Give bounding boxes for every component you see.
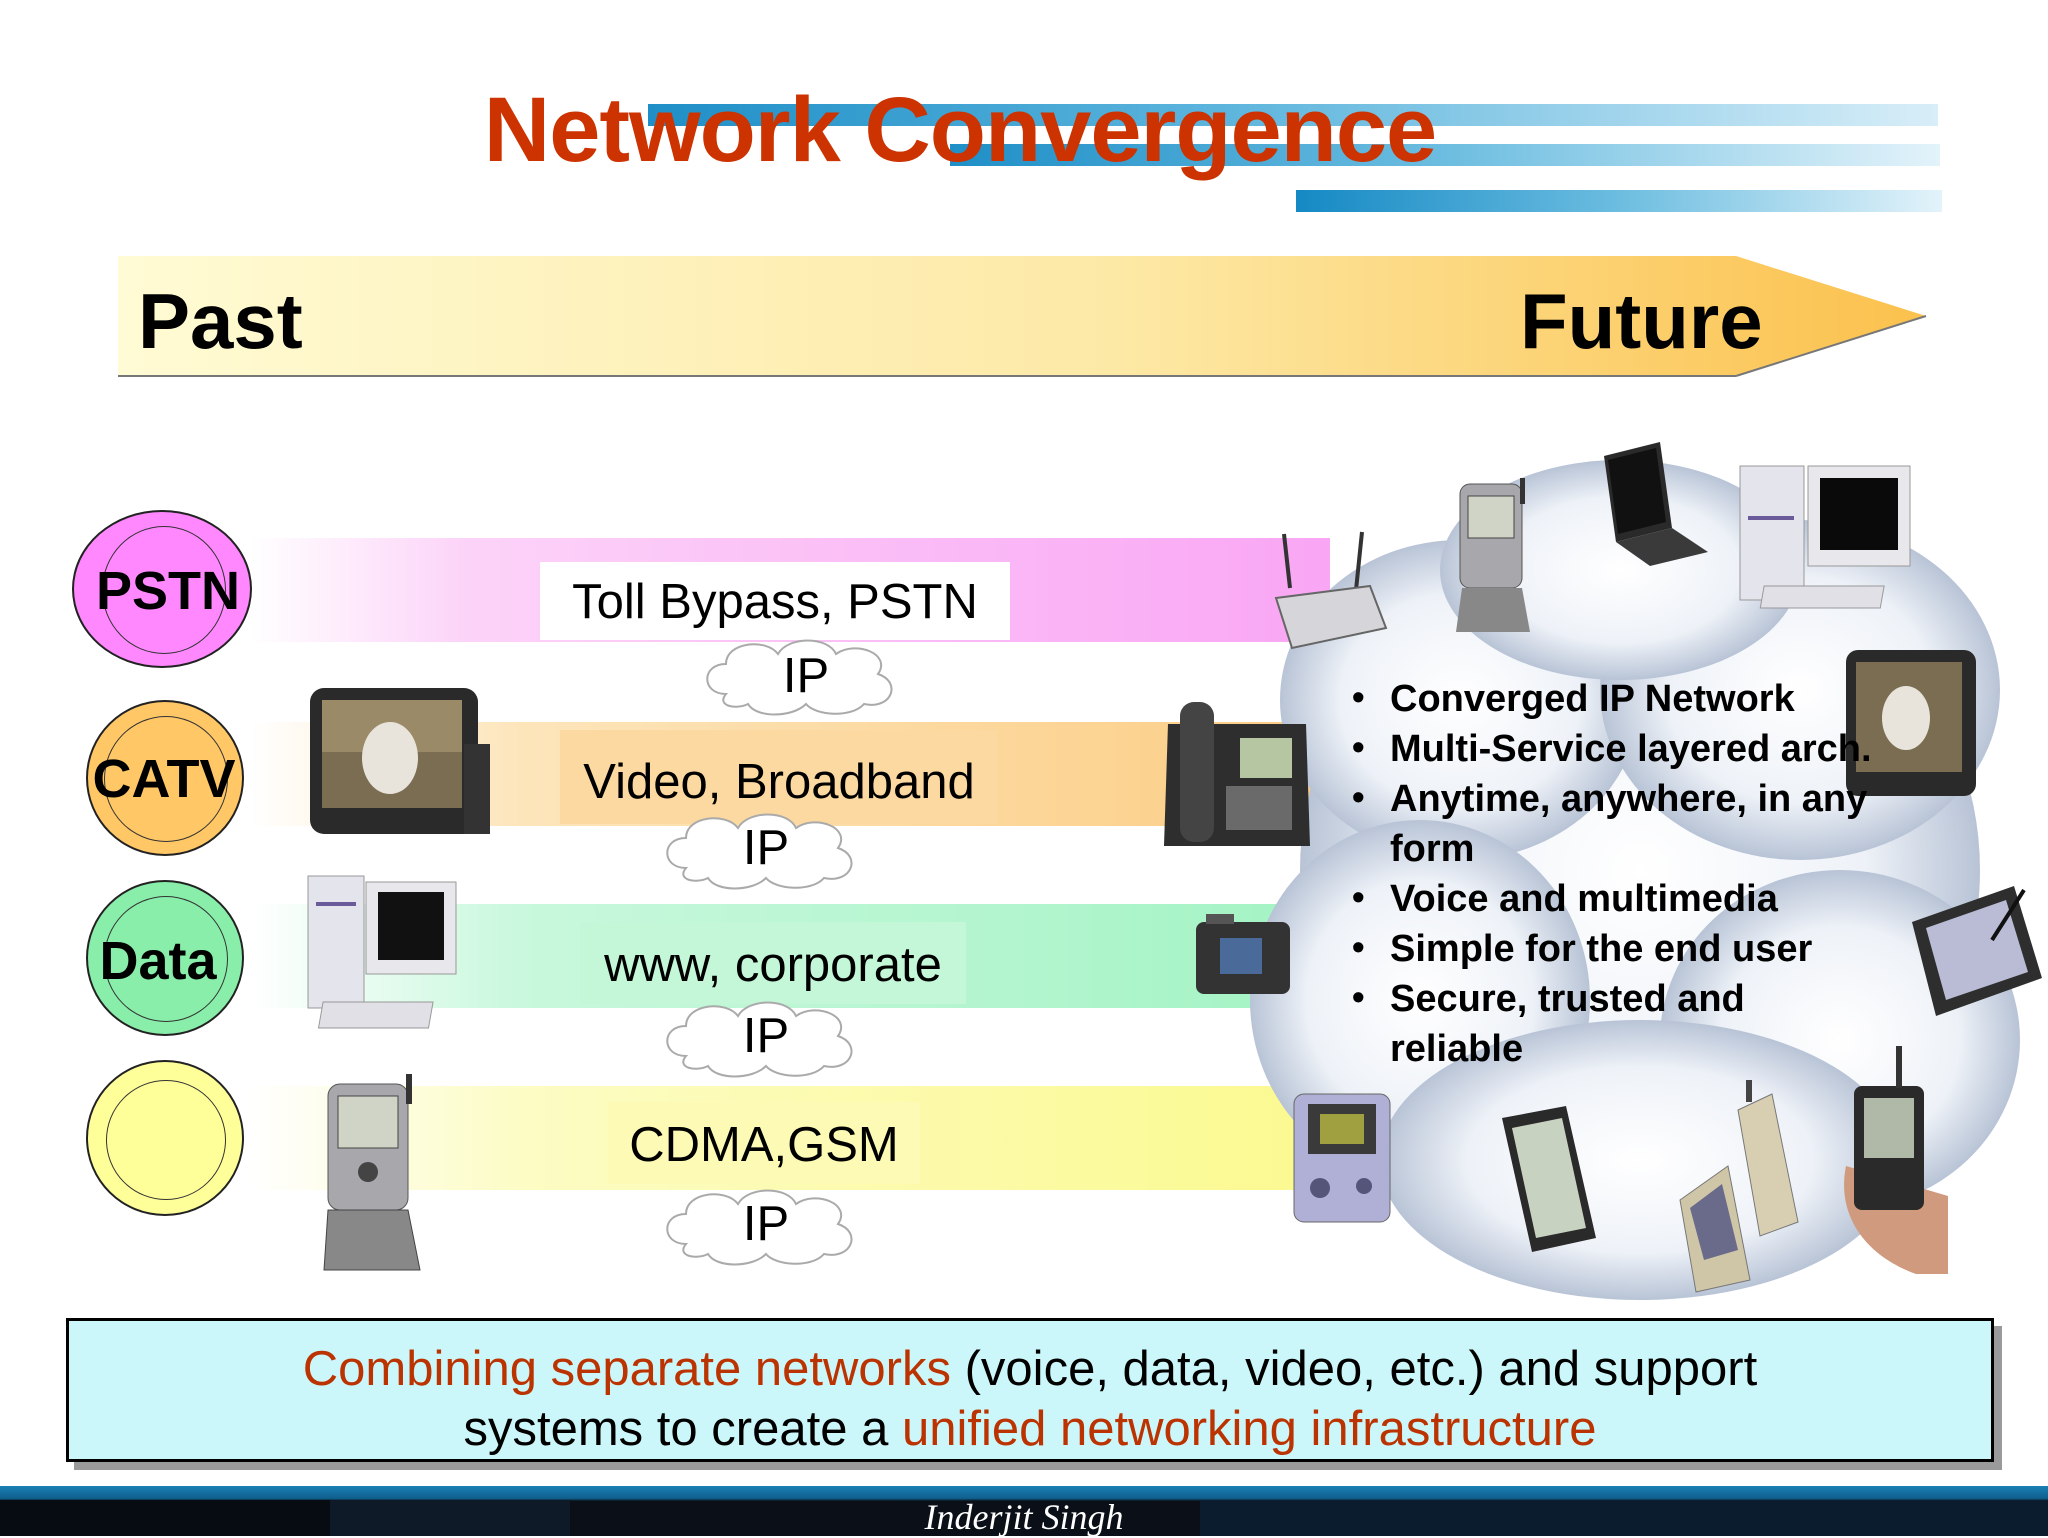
pstn-label: PSTN — [95, 561, 241, 621]
summary-box: Combining separate networks (voice, data… — [66, 1318, 1994, 1462]
catv-service-box: Video, Broadband — [560, 730, 998, 824]
title-decoration-bar-1 — [648, 104, 1938, 126]
tv-icon — [310, 688, 490, 834]
feature-item: Converged IP Network — [1352, 672, 1912, 724]
ip-cloud-3 — [666, 1001, 853, 1078]
signature-pad-icon — [1912, 886, 2042, 1016]
ip-phone-icon — [1164, 702, 1310, 846]
author-name: Inderjit Singh — [924, 1497, 1124, 1537]
pda-icon — [1844, 1046, 1948, 1274]
laptop-icon — [1604, 442, 1708, 566]
summary-text-1: (voice, data, video, etc.) and support — [951, 1342, 1758, 1396]
mobile-phone-icon — [323, 1074, 421, 1271]
cloud-desktop-icon — [1739, 465, 1911, 609]
summary-highlight-1: Combining separate networks — [302, 1342, 951, 1396]
ip-label-3: IP — [742, 1009, 790, 1063]
ebook-reader-icon — [1502, 1106, 1596, 1252]
flip-phones-icon — [1679, 1080, 1799, 1293]
converged-features-list: Converged IP Network Multi-Service layer… — [1352, 672, 1912, 1074]
ip-label-2: IP — [742, 821, 790, 875]
data-circle — [86, 880, 244, 1036]
digital-camera-icon — [1196, 914, 1290, 994]
feature-item: Anytime, anywhere, in any form — [1352, 772, 1890, 874]
title-decoration-bar-2 — [950, 144, 1940, 166]
handheld-game-icon — [1293, 1093, 1391, 1223]
footer-bar — [0, 1486, 2048, 1536]
past-future-arrow — [118, 256, 1927, 377]
title-decoration-bar-3 — [1296, 190, 1942, 212]
past-label: Past — [138, 277, 303, 365]
cloud-phone-icon — [1456, 478, 1530, 632]
wireless-circle — [86, 1060, 244, 1216]
ip-cloud-1 — [706, 639, 893, 716]
summary-highlight-2: unified networking infrastructure — [901, 1402, 1597, 1456]
ip-cloud-2 — [666, 813, 853, 890]
pstn-circle — [72, 510, 252, 668]
data-label: Data — [99, 931, 217, 991]
future-label: Future — [1520, 277, 1763, 365]
desktop-computer-icon — [307, 875, 457, 1029]
data-service-box: www, corporate — [580, 922, 966, 1004]
catv-circle — [86, 700, 244, 856]
ip-label-1: IP — [782, 649, 830, 703]
feature-item: Voice and multimedia — [1352, 872, 1912, 924]
summary-text-2: systems to create a — [463, 1402, 902, 1456]
feature-item: Simple for the end user — [1352, 922, 1912, 974]
slide-title: Network Convergence — [483, 79, 1437, 181]
wireless-service-box: CDMA,GSM — [608, 1102, 920, 1184]
wireless-router-icon — [1274, 531, 1388, 650]
ip-cloud-4 — [666, 1189, 853, 1266]
ip-label-4: IP — [742, 1197, 790, 1251]
feature-item: Secure, trusted and reliable — [1352, 972, 1810, 1074]
catv-label: CATV — [92, 749, 236, 809]
feature-item: Multi-Service layered arch. — [1352, 722, 1912, 774]
pstn-service-box: Toll Bypass, PSTN — [540, 562, 1010, 640]
